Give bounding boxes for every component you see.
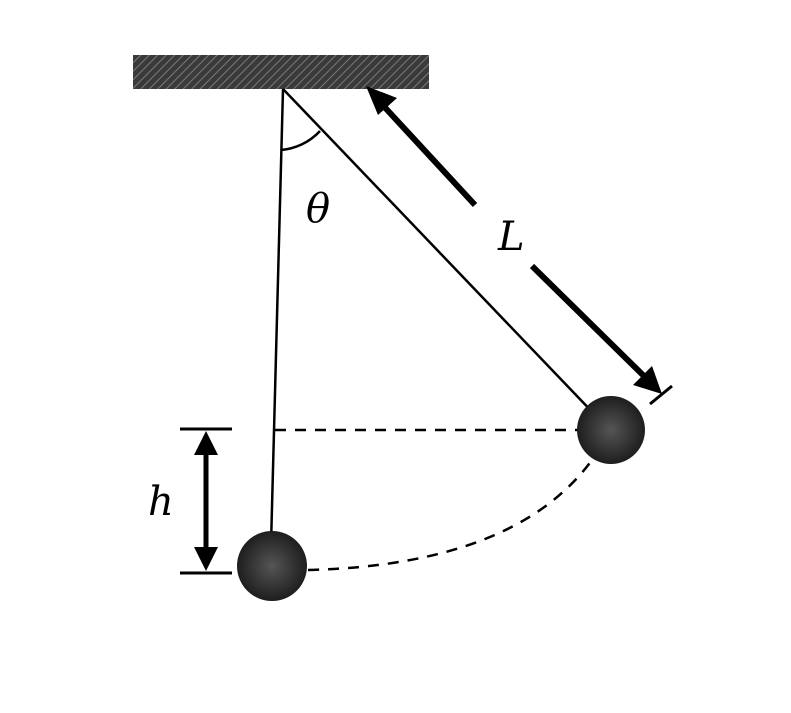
length-end-tick: [649, 384, 673, 406]
bob-rest: [237, 531, 307, 601]
vertical-string: [269, 88, 285, 546]
arrowhead-icon: [633, 366, 662, 394]
angle-arc: [280, 130, 321, 152]
length-l-label: L: [497, 214, 525, 260]
ceiling-support: [133, 55, 429, 89]
arrowhead-icon: [194, 431, 218, 455]
swing-path-dashed-arc: [307, 459, 594, 572]
arrowhead-icon: [366, 86, 397, 115]
angle-theta-label: θ: [306, 186, 330, 232]
arrowhead-icon: [194, 547, 218, 571]
length-arrow-lower-shaft: [529, 263, 651, 383]
height-h-label: h: [148, 479, 174, 525]
bob-displaced: [577, 396, 645, 464]
length-arrow-upper-shaft: [375, 97, 478, 208]
displaced-string: [282, 88, 599, 419]
